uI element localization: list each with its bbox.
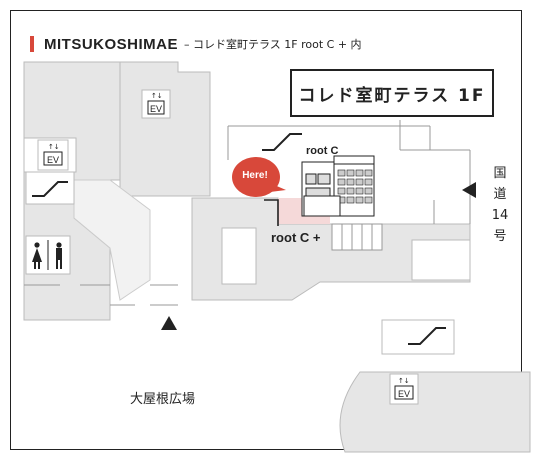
svg-text:↑↓: ↑↓ <box>48 143 60 151</box>
svg-text:↑↓: ↑↓ <box>398 377 410 385</box>
left-side-block <box>73 179 151 301</box>
elevator-label: EV <box>47 155 60 165</box>
route-char: 国 <box>493 166 507 181</box>
station-name: MITSUKOSHIMAE <box>44 35 178 53</box>
escalator-icon <box>262 133 302 151</box>
here-pin-icon <box>232 157 286 197</box>
building-bottom-right <box>339 371 531 453</box>
escalator-icon <box>381 319 455 355</box>
elevator-icon: ↑↓ <box>141 89 171 119</box>
elevator-label: EV <box>398 389 411 399</box>
building-title: コレド室町テラス 1F <box>290 69 494 117</box>
building-top-center <box>119 61 211 197</box>
route-char: 14 <box>491 208 509 223</box>
store-label-front: root C + <box>271 230 321 245</box>
svg-text:↑↓: ↑↓ <box>151 92 163 100</box>
header-accent-bar <box>30 36 34 52</box>
route-label: 国 道 14 号 <box>488 163 512 247</box>
store-label-top: root C <box>306 145 339 157</box>
plaza-label: 大屋根広場 <box>130 392 196 407</box>
escalator-icon <box>25 171 75 205</box>
building-title-text: コレド室町テラス 1F <box>298 85 486 106</box>
entrance-arrow-icon <box>462 182 476 198</box>
entrance-arrow-icon <box>161 316 177 330</box>
header-subtitle: – コレド室町テラス 1F root C + 内 <box>184 38 362 51</box>
route-char: 号 <box>493 229 507 244</box>
route-char: 道 <box>493 187 507 202</box>
stairs-icon <box>331 223 383 251</box>
map-header: MITSUKOSHIMAE – コレド室町テラス 1F root C + 内 <box>30 34 362 54</box>
restroom-icon <box>25 235 71 275</box>
elevator-label: EV <box>150 104 163 114</box>
store-illustration-icon <box>301 155 375 217</box>
elevator-icon: ↑↓ <box>389 373 419 405</box>
elevator-icon: ↑↓ <box>37 139 69 171</box>
hall-room-right <box>411 239 471 281</box>
here-label: Here! <box>242 170 268 181</box>
hall-room <box>221 227 257 285</box>
